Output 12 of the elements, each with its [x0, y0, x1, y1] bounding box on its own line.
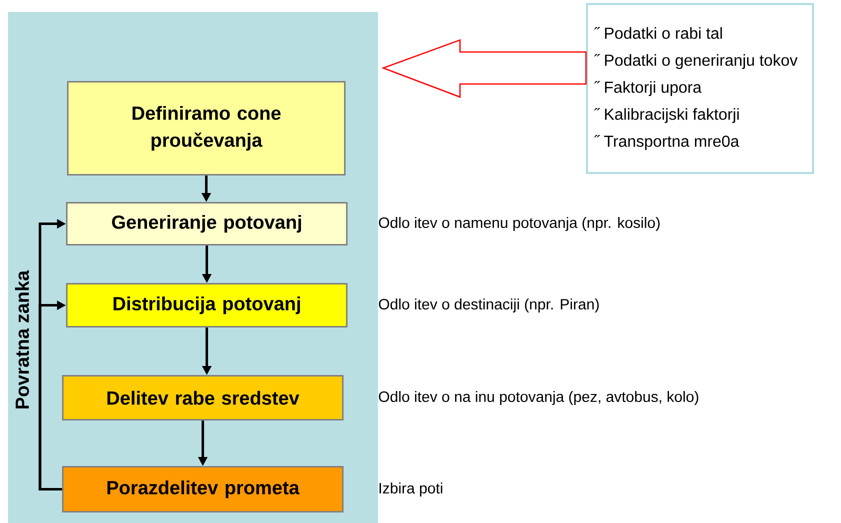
process-box: Distribucija potovanj [66, 283, 348, 328]
side-note: Odlo itev o na inu potovanja (pez, avtobus, kolo) [378, 391, 698, 405]
side-note: Odlo itev o destinaciji (npr. Piran) [378, 298, 599, 312]
side-note: Odlo itev o namenu potovanja (npr. kosilo) [378, 217, 660, 231]
process-box: Generiranje potovanj [66, 202, 348, 246]
side-note: Izbira poti [380, 482, 442, 496]
process-box: Definiramo cone proučevanja [67, 81, 346, 176]
process-box: Delitev rabe sredstev [62, 375, 344, 421]
block-arrow [381, 39, 587, 98]
process-box: Porazdelitev prometa [62, 466, 344, 513]
edge-label: Povratna zanka [15, 270, 29, 408]
data-box: ˝ Podatki o rabi tal ˝ Podatki o generiranju tokov ˝ Faktorji upora ˝ Kalibracijski faktorji ˝ Transportna mre0a [586, 3, 814, 174]
